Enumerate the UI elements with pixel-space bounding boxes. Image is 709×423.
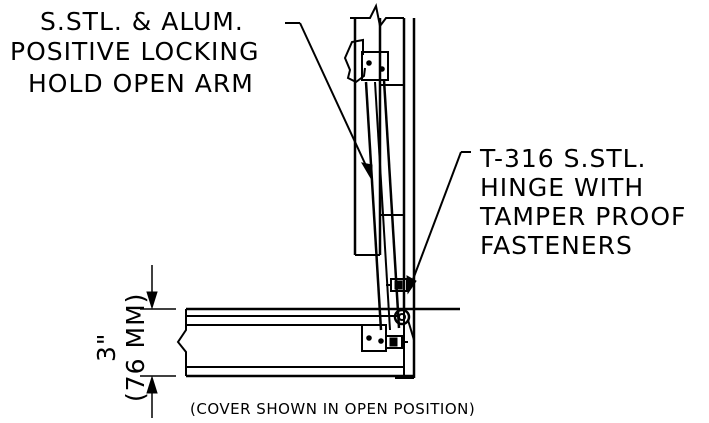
hinge-leader: [406, 151, 471, 295]
hinge-callout-line3: TAMPER PROOF: [479, 202, 686, 231]
hinge-callout-line2: HINGE WITH: [480, 173, 644, 202]
hinge-assembly: [385, 278, 415, 349]
arm-callout-line3: HOLD OPEN ARM: [28, 69, 254, 98]
hinge-callout-line4: FASTENERS: [480, 231, 633, 260]
arm-callout: S.STL. & ALUM. POSITIVE LOCKING HOLD OPE…: [10, 7, 260, 98]
hinge-callout: T-316 S.STL. HINGE WITH TAMPER PROOF FAS…: [479, 144, 686, 260]
hinge-callout-line1: T-316 S.STL.: [479, 144, 647, 173]
cover-panel: [176, 307, 460, 378]
arm-callout-line1: S.STL. & ALUM.: [40, 7, 244, 36]
dimension-metric: (76 MM): [121, 293, 150, 402]
dimension-imperial: 3": [92, 333, 121, 362]
height-dimension: 3" (76 MM): [92, 265, 176, 418]
arm-callout-line2: POSITIVE LOCKING: [10, 37, 260, 66]
caption: (COVER SHOWN IN OPEN POSITION): [190, 400, 475, 418]
hold-open-arm: [343, 38, 401, 352]
arm-leader: [285, 22, 373, 182]
